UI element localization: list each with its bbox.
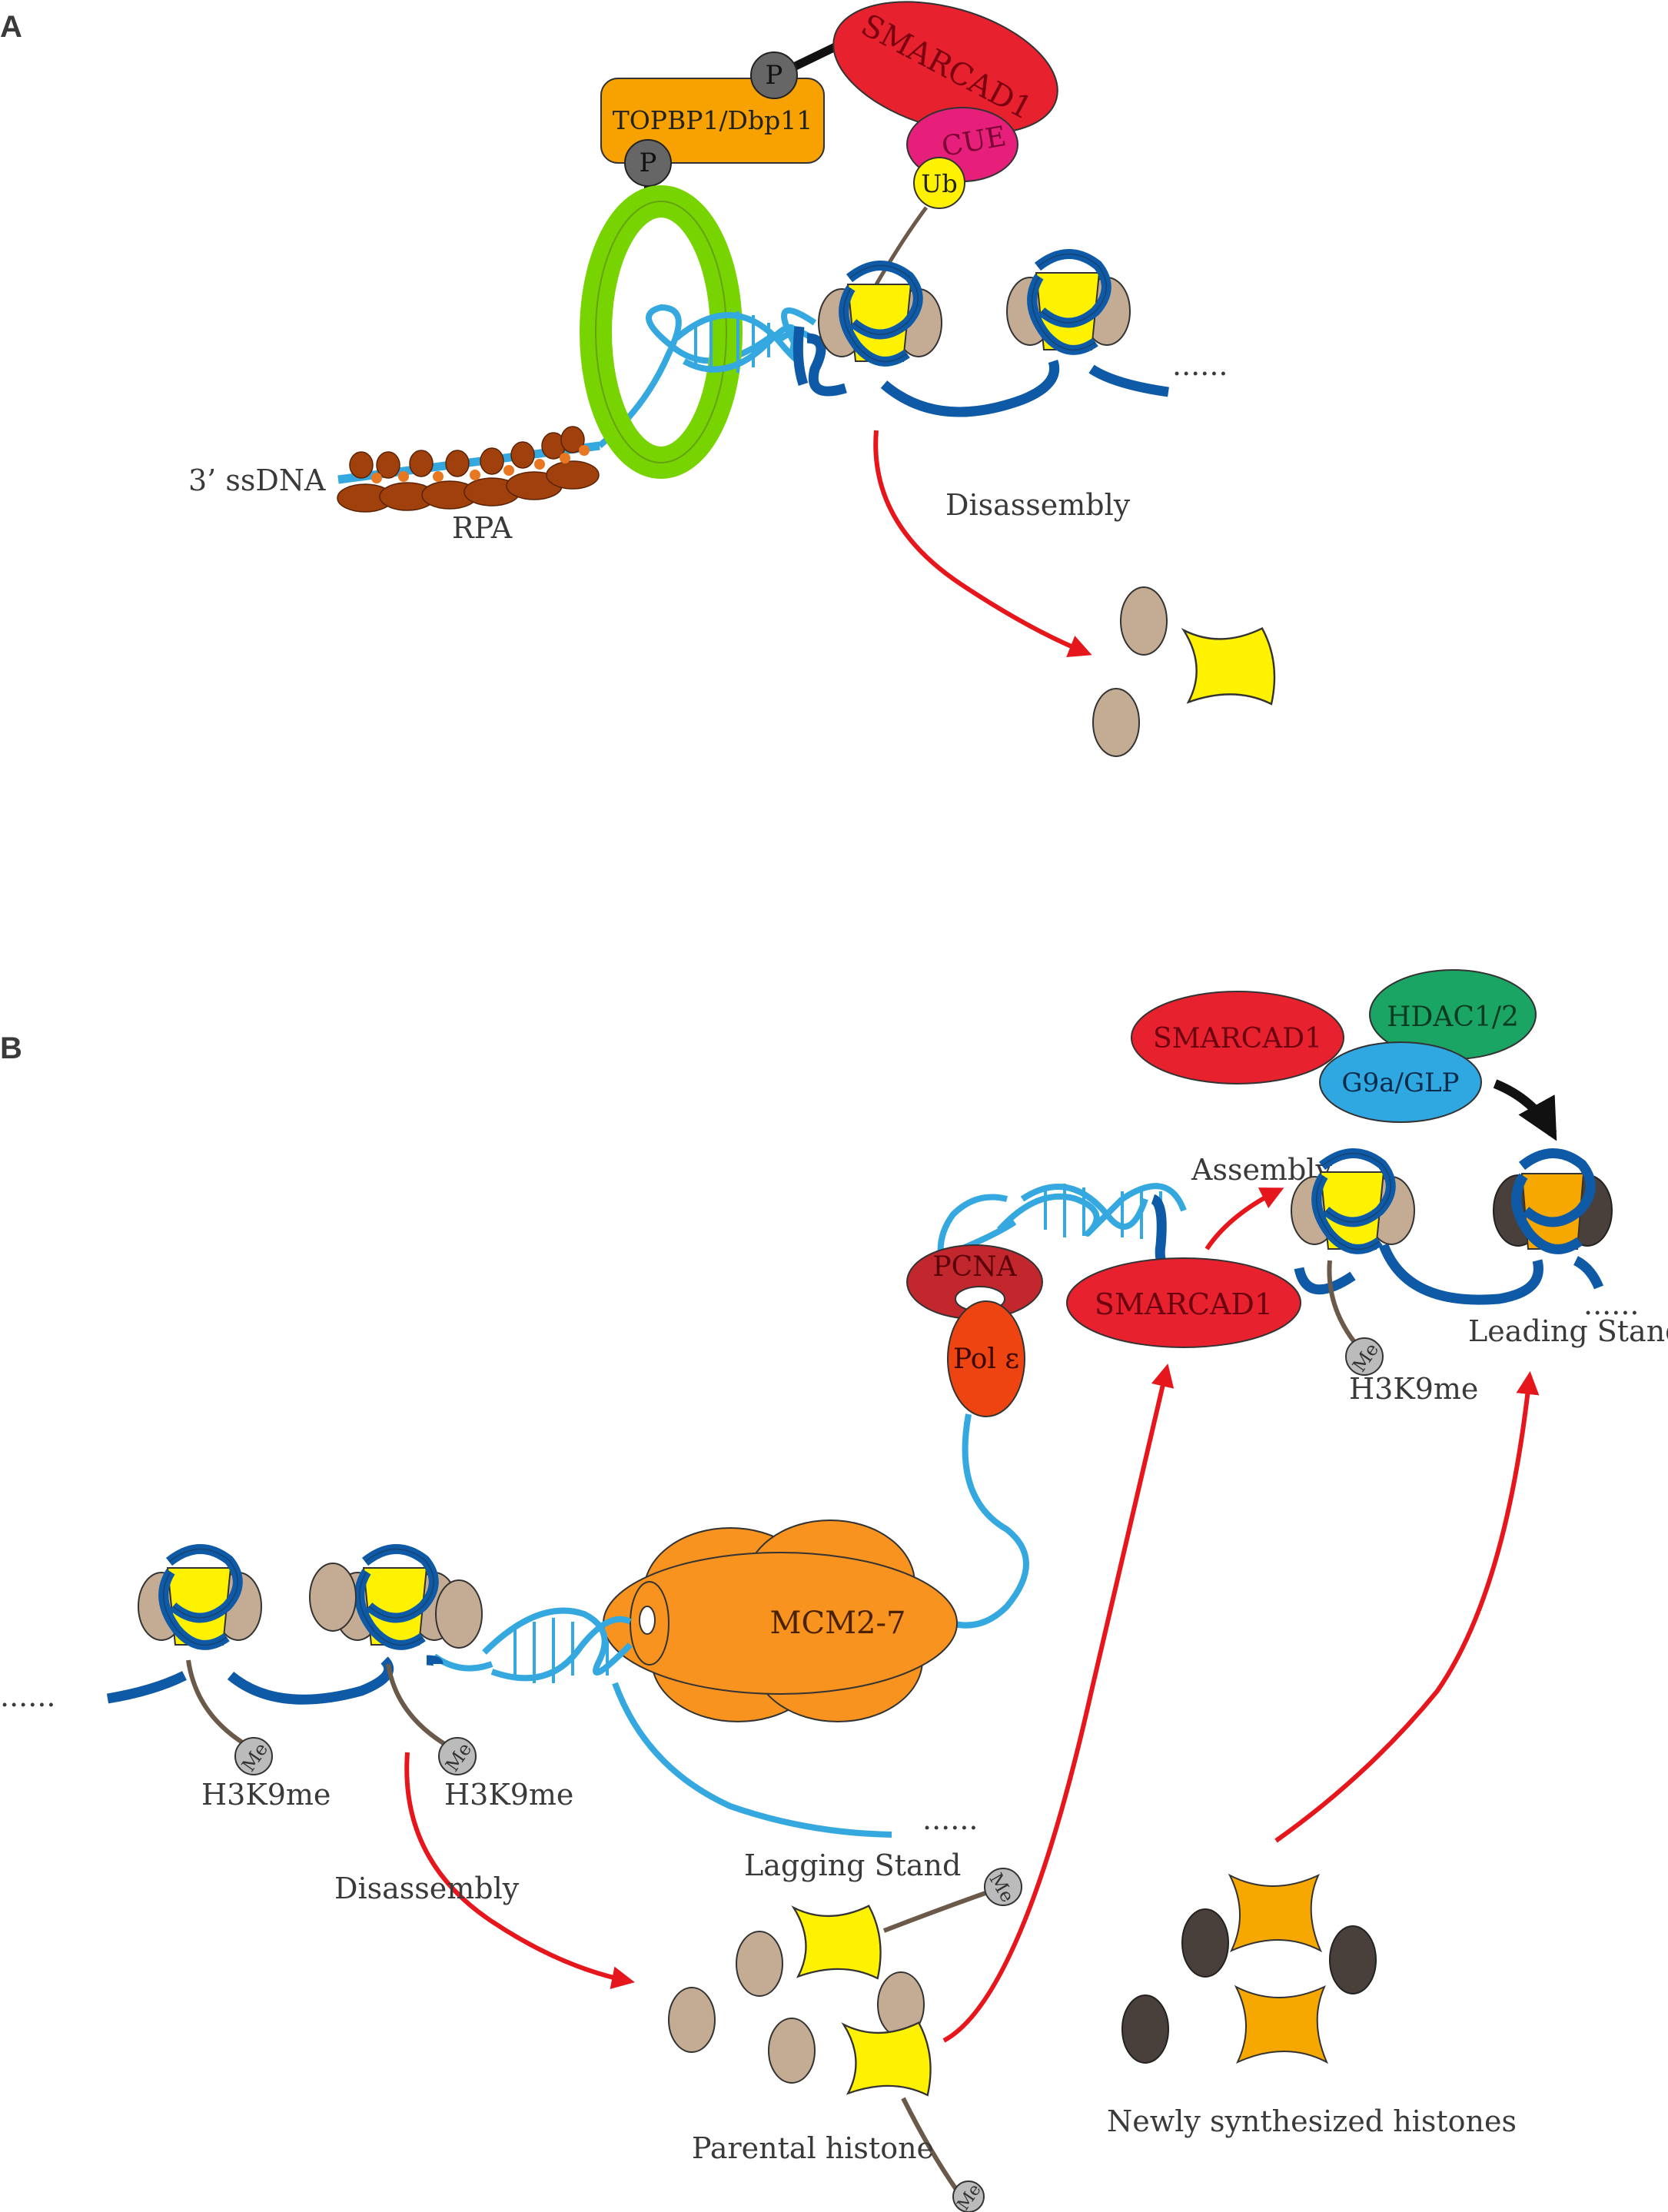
left-ellipsis: ...... — [0, 1679, 55, 1713]
methyl-mark-right: Me — [1345, 1337, 1384, 1376]
smarcad1-fork: SMARCAD1 — [1066, 1257, 1301, 1348]
free-histone-left-pair — [309, 1563, 483, 1649]
nucleosome-b-new — [1494, 1153, 1612, 1249]
h3k9me-label-left1: H3K9me — [201, 1778, 331, 1812]
lagging-ellipsis: ...... — [922, 1802, 978, 1836]
svg-text:TOPBP1/Dbp11: TOPBP1/Dbp11 — [613, 105, 813, 135]
svg-text:PCNA: PCNA — [932, 1251, 1017, 1283]
svg-text:P: P — [766, 60, 783, 91]
disassembly-label-a: Disassembly — [945, 488, 1131, 522]
free-histone-h3-a — [1182, 627, 1276, 706]
methyl-mark-left2: Me — [438, 1737, 477, 1775]
leading-ellipsis: ...... — [1583, 1287, 1639, 1321]
smarcad1-complex: HDAC1/2 SMARCAD1 G9a/GLP — [1131, 969, 1537, 1123]
svg-text:SMARCAD1: SMARCAD1 — [1153, 1023, 1322, 1055]
svg-text:Ub: Ub — [921, 169, 957, 198]
h3k9me-label-left2: H3K9me — [444, 1778, 573, 1812]
clamp-ring-a — [580, 185, 743, 479]
lagging-strand-label: Lagging Stand — [744, 1848, 961, 1882]
svg-text:MCM2-7: MCM2-7 — [770, 1606, 906, 1641]
phospho-site-ring: P — [624, 139, 672, 187]
panel-label-a: A — [0, 10, 22, 44]
new-histones-label: Newly synthesized histones — [1107, 2104, 1517, 2138]
h3k9me-label-right: H3K9me — [1349, 1372, 1478, 1406]
svg-text:HDAC1/2: HDAC1/2 — [1387, 1001, 1519, 1033]
ssdna-label: 3’ ssDNA — [188, 463, 326, 497]
nucleosome-b-left1 — [138, 1549, 261, 1645]
pol-epsilon: Pol ε — [947, 1300, 1025, 1417]
nucleosome-a2 — [1007, 254, 1130, 350]
svg-text:SMARCAD1: SMARCAD1 — [1095, 1287, 1273, 1321]
methyl-mark-left1: Me — [234, 1737, 273, 1775]
panel-label-b: B — [0, 1031, 22, 1065]
rpa-label: RPA — [452, 511, 513, 545]
pcna-clamp: PCNA — [906, 1244, 1043, 1320]
dna-helix-b — [432, 1607, 633, 1683]
disassembly-label-b: Disassembly — [334, 1872, 520, 1905]
ubiquitin: Ub — [913, 157, 965, 209]
mcm2-7-helicase: MCM2-7 — [603, 1520, 958, 1722]
rpa-complex — [337, 426, 600, 513]
parental-histone-label: Parental histone — [692, 2131, 934, 2165]
new-histones — [1121, 1875, 1377, 2064]
svg-text:Pol ε: Pol ε — [953, 1343, 1019, 1375]
free-histone-tan-2 — [1092, 688, 1140, 757]
svg-text:G9a/GLP: G9a/GLP — [1341, 1068, 1459, 1098]
svg-text:P: P — [640, 148, 657, 178]
lagging-strand-dna — [612, 1682, 892, 1838]
phospho-site-top: P — [750, 51, 798, 99]
methyl-mark-parental-1: Me — [984, 1868, 1022, 1906]
ellipsis-a: ...... — [1172, 348, 1228, 382]
leading-strand-label: Leading Stand — [1468, 1314, 1668, 1348]
free-histone-tan-1 — [1120, 586, 1168, 656]
parental-histones — [668, 1890, 989, 2192]
methyl-mark-parental-2: Me — [952, 2180, 985, 2212]
